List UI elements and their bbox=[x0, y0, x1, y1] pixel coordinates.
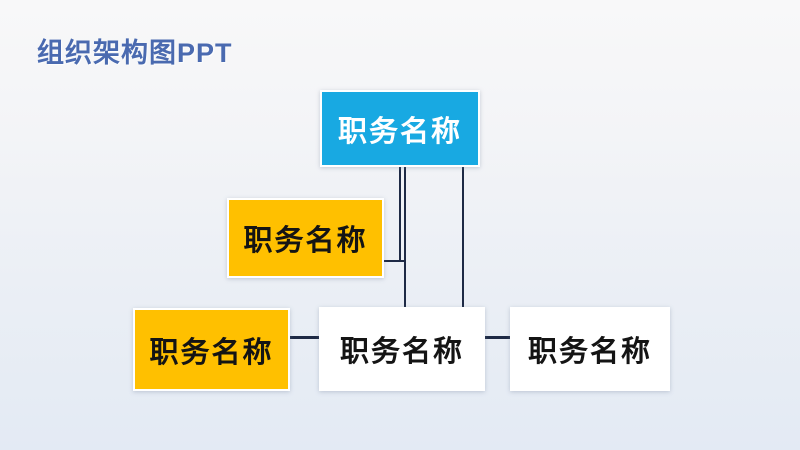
org-node-child-left-label: 职务名称 bbox=[149, 336, 274, 369]
connector-root-to-assistant-horizontal bbox=[383, 260, 406, 262]
org-node-child-left[interactable]: 职务名称 bbox=[133, 308, 290, 391]
connector-root-to-assistant-vertical bbox=[399, 167, 401, 262]
org-node-child-middle-label: 职务名称 bbox=[339, 336, 464, 368]
org-node-child-right-label: 职务名称 bbox=[527, 336, 652, 368]
org-node-child-middle[interactable]: 职务名称 bbox=[319, 307, 485, 391]
org-node-child-right[interactable]: 职务名称 bbox=[510, 307, 670, 391]
connector-root-to-child-middle-left bbox=[404, 167, 406, 309]
slide-title[interactable]: 组织架构图PPT bbox=[37, 38, 233, 68]
connector-child-left-to-middle bbox=[289, 336, 321, 339]
connector-child-middle-to-right bbox=[484, 336, 512, 339]
org-node-assistant[interactable]: 职务名称 bbox=[227, 198, 384, 278]
connector-root-to-child-middle-right bbox=[462, 167, 464, 309]
org-node-assistant-label: 职务名称 bbox=[243, 225, 368, 257]
org-node-root-label: 职务名称 bbox=[337, 115, 462, 148]
org-node-root[interactable]: 职务名称 bbox=[320, 90, 480, 167]
